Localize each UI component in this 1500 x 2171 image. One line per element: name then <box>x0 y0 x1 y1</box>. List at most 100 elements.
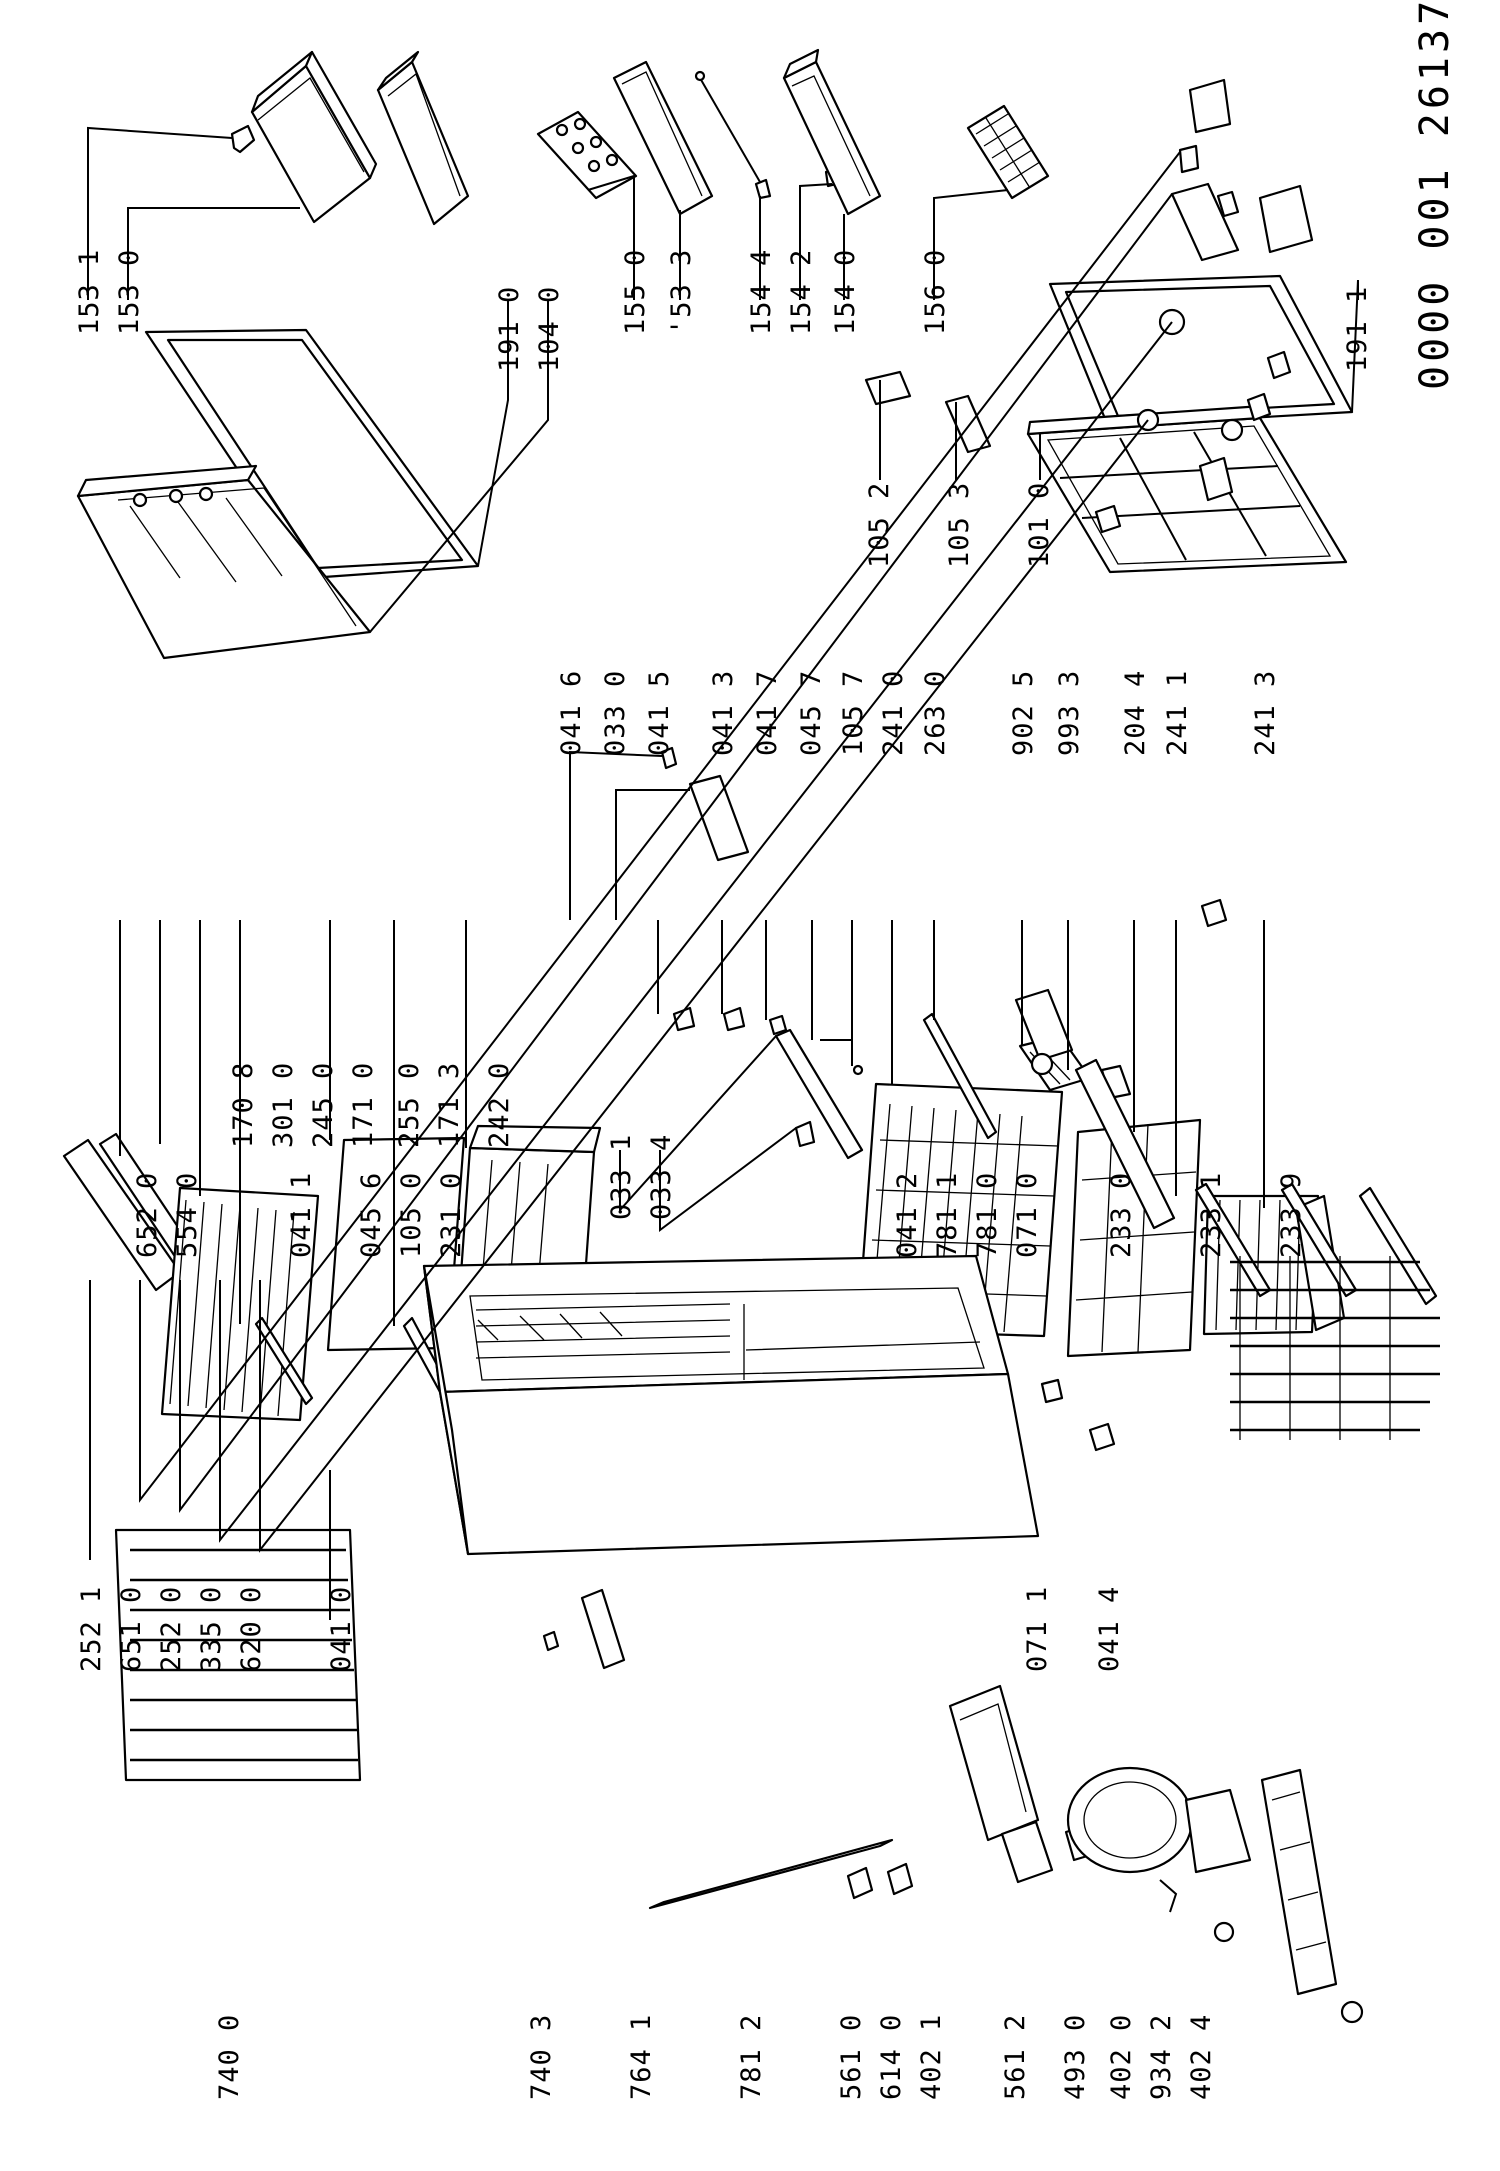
thermostat-cover <box>1170 182 1240 262</box>
label-493-0: 493 0 <box>1060 2014 1091 2100</box>
lamp <box>1216 190 1240 218</box>
label-033-0: 033 0 <box>600 670 631 756</box>
hinge-plate-small <box>1246 392 1272 422</box>
label-241-0: 241 0 <box>878 670 909 756</box>
screw-cap <box>852 1064 864 1076</box>
label-561-0: 561 0 <box>836 2014 867 2100</box>
label-255-0: 255 0 <box>394 1062 425 1148</box>
label-154-0: 154 0 <box>830 249 861 335</box>
label-252-0: 252 0 <box>156 1586 187 1672</box>
label-153-1: 153 1 <box>74 249 105 335</box>
label-105-3: 105 3 <box>944 482 975 568</box>
hinge-bottom <box>1088 1422 1116 1452</box>
ice-tray <box>966 104 1050 200</box>
hinge-bracket <box>722 1006 746 1032</box>
base-frame <box>1260 1768 1338 1996</box>
label-033-4: 033 4 <box>646 1134 677 1220</box>
label-156-0: 156 0 <box>920 249 951 335</box>
label-402-4: 402 4 <box>1186 2014 1217 2100</box>
label-651-0: 651 0 <box>116 1586 147 1672</box>
compressor-grommet <box>1213 1921 1235 1943</box>
label-233-9: 233 9 <box>1276 1172 1307 1258</box>
label-902-5: 902 5 <box>1008 670 1039 756</box>
label-041-6: 041 6 <box>556 670 587 756</box>
hinge-top <box>1094 504 1122 534</box>
label-105-7: 105 7 <box>838 670 869 756</box>
door-handle <box>1074 1058 1176 1230</box>
label-191-0: 191 0 <box>494 286 525 372</box>
hinge-cover <box>864 370 912 406</box>
label-245-0: 245 0 <box>308 1062 339 1148</box>
label-241-3: 241 3 <box>1250 670 1281 756</box>
label-041-5: 041 5 <box>644 670 675 756</box>
evaporating-tray <box>948 1684 1040 1842</box>
door-upper <box>76 464 372 660</box>
basket-wire-large <box>1230 1256 1440 1440</box>
label-041-1: 041 1 <box>286 1172 317 1258</box>
label-041-2: 041 2 <box>892 1172 923 1258</box>
label-154-4: 154 4 <box>746 249 777 335</box>
part-labels: 153 1 153 0 191 0 104 0 155 0 '53 3 154 … <box>74 249 1373 2100</box>
label-041-3: 041 3 <box>708 670 739 756</box>
label-041-0: 041 0 <box>326 1586 357 1672</box>
lamp-holder <box>1178 144 1200 174</box>
drain-funnel <box>1198 456 1234 502</box>
thermostat <box>1258 184 1314 254</box>
hinge-spacer <box>768 1014 788 1036</box>
hinge-lower <box>1200 898 1228 928</box>
label-153-0: 153 0 <box>114 249 145 335</box>
overload-protector <box>886 1862 914 1896</box>
label-045-6: 045 6 <box>356 1172 387 1258</box>
label-105-0: 105 0 <box>396 1172 427 1258</box>
label-242-0: 242 0 <box>484 1062 515 1148</box>
label-652-0: 652 0 <box>132 1172 163 1258</box>
label-171-3: 171 3 <box>434 1062 465 1148</box>
label-301-0: 301 0 <box>268 1062 299 1148</box>
label-204-4: 204 4 <box>1120 670 1151 756</box>
leader-lines <box>87 126 1359 1620</box>
thermostat-housing <box>1188 78 1232 134</box>
label-263-0: 263 0 <box>920 670 951 756</box>
label-154-2: 154 2 <box>786 249 817 335</box>
label-620-0: 620 0 <box>236 1586 267 1672</box>
hinge-washer <box>1220 418 1244 442</box>
door-shelf-small <box>376 50 470 226</box>
label-041-4: 041 4 <box>1094 1586 1125 1672</box>
ice-cube-tray <box>1066 1118 1202 1358</box>
shelf-rail-3 <box>1358 1186 1438 1306</box>
label-105-2: 105 2 <box>864 482 895 568</box>
label-033-1: 033 1 <box>606 1134 637 1220</box>
label-233-1: 233 1 <box>1196 1172 1227 1258</box>
label-101-0: 101 0 <box>1024 482 1055 568</box>
base-grommet <box>1340 2000 1364 2024</box>
egg-tray <box>536 110 638 200</box>
label-045-7: 045 7 <box>796 670 827 756</box>
label-104-0: 104 0 <box>534 286 565 372</box>
cabinet <box>422 1254 1040 1556</box>
control-panel <box>688 774 750 862</box>
evaporator-cover <box>1014 988 1074 1062</box>
label-071-1: 071 1 <box>1022 1586 1053 1672</box>
capillary-tube <box>648 1838 894 1910</box>
door-lower <box>1026 404 1348 574</box>
bottle-shelf-thin <box>612 60 714 216</box>
hinge-upper <box>1266 350 1292 380</box>
label-231-0: 231 0 <box>436 1172 467 1258</box>
condenser-clip <box>542 1630 560 1652</box>
label-554-0: 554 0 <box>172 1172 203 1258</box>
divider-rail <box>774 1028 864 1160</box>
starter-relay <box>1000 1820 1054 1884</box>
door-shelf-large <box>250 50 378 224</box>
bottle-shelf <box>782 48 882 216</box>
label-191-1: 191 1 <box>1342 286 1373 372</box>
label-241-1: 241 1 <box>1162 670 1193 756</box>
document-number: 0000 001 26137 <box>1412 0 1458 390</box>
label-993-3: 993 3 <box>1054 670 1085 756</box>
label-781-1: 781 1 <box>932 1172 963 1258</box>
handle-cap <box>1040 1378 1064 1404</box>
drain-plug <box>1030 1052 1054 1076</box>
relay <box>846 1866 874 1900</box>
basket-rail <box>922 1012 998 1140</box>
label-233-0: 233 0 <box>1106 1172 1137 1258</box>
